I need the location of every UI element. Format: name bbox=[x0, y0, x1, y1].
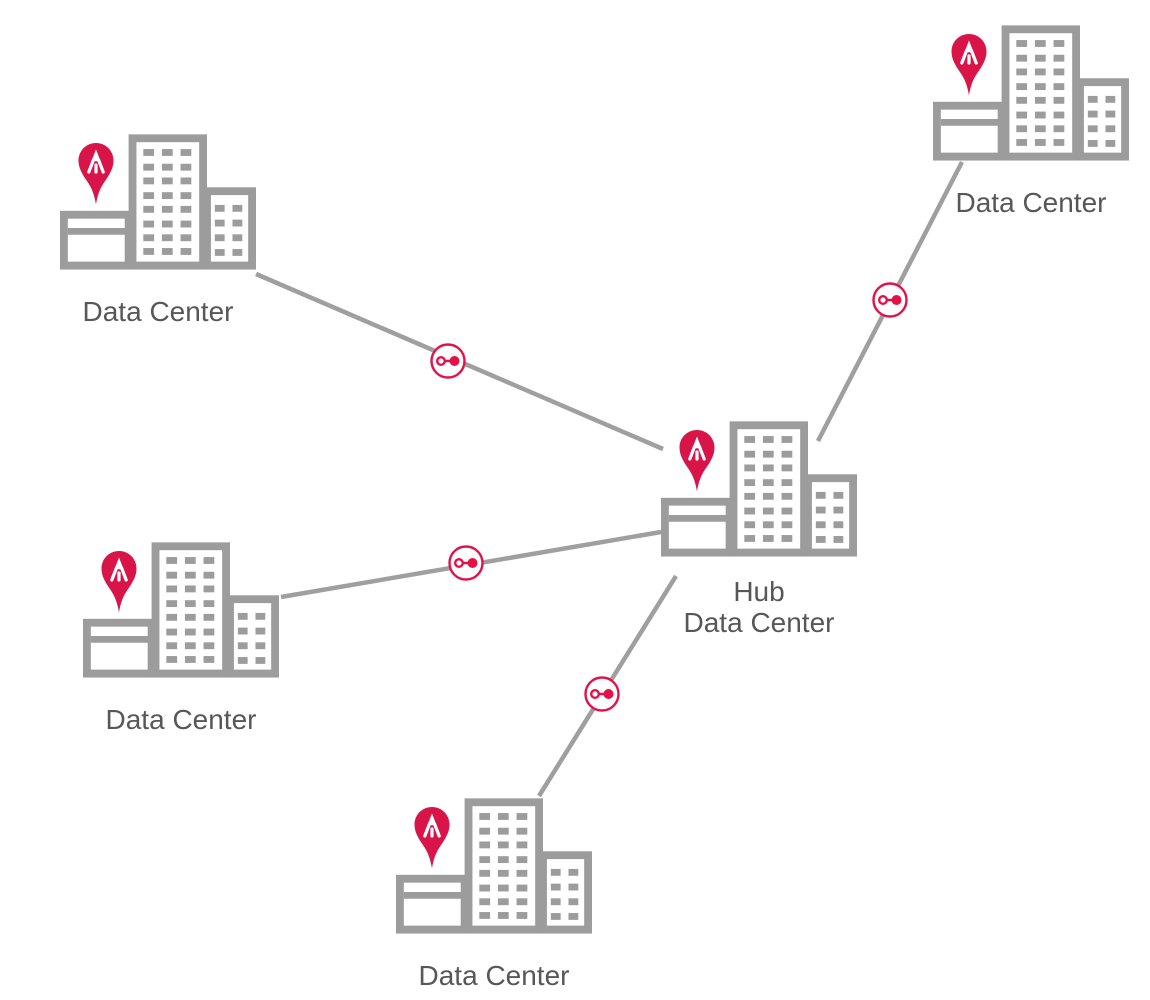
node-label: Data Center bbox=[418, 960, 570, 991]
node-label: Data Center bbox=[105, 704, 257, 735]
node-data-center-middle-left[interactable]: Data Center bbox=[83, 540, 279, 735]
circuit-connection-icon[interactable] bbox=[430, 343, 466, 379]
node-label: Hub Data Center bbox=[621, 576, 897, 638]
circuit-connection-icon[interactable] bbox=[584, 676, 620, 712]
hub-label-line-1: Hub bbox=[733, 576, 785, 607]
circuit-connection-icon[interactable] bbox=[448, 545, 484, 581]
location-pin-tower-icon bbox=[77, 142, 115, 206]
location-pin-tower-icon bbox=[100, 550, 138, 614]
node-label: Data Center bbox=[82, 296, 234, 327]
node-label: Data Center bbox=[955, 187, 1107, 218]
location-pin-tower-icon bbox=[950, 33, 988, 97]
node-hub-data-center[interactable]: Hub Data Center bbox=[661, 419, 857, 638]
circuit-connection-icon[interactable] bbox=[872, 282, 908, 318]
node-data-center-top-left[interactable]: Data Center bbox=[60, 132, 256, 327]
location-pin-tower-icon bbox=[678, 429, 716, 493]
node-data-center-top-right[interactable]: Data Center bbox=[933, 23, 1129, 218]
hub-label-line-2: Data Center bbox=[683, 607, 835, 638]
location-pin-tower-icon bbox=[413, 806, 451, 870]
node-data-center-bottom[interactable]: Data Center bbox=[396, 796, 592, 991]
